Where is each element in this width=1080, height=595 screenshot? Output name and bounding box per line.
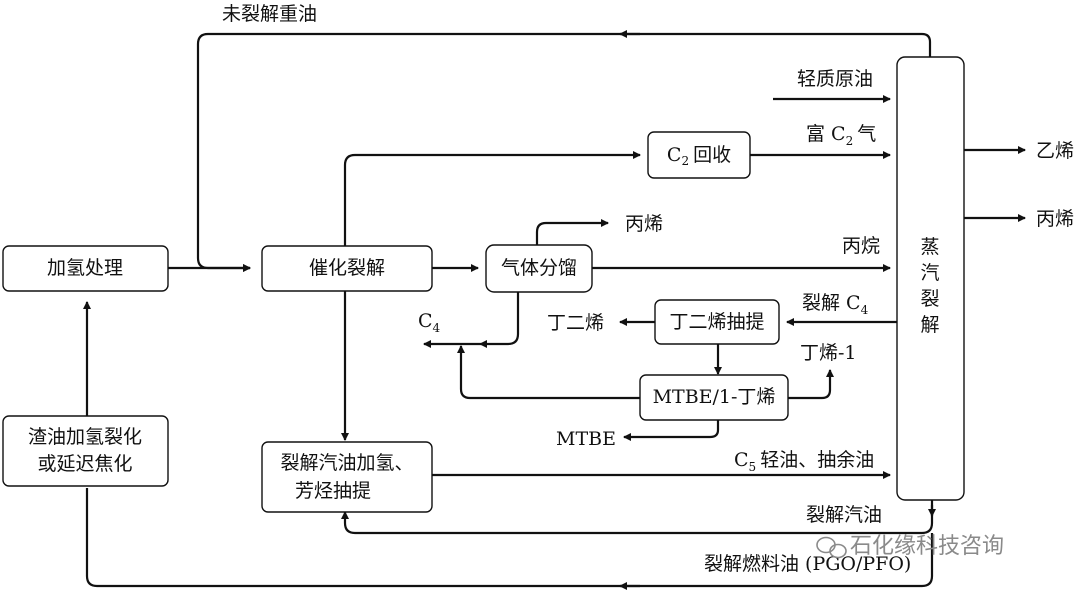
line-fcc-to-c2 (343, 151, 641, 246)
watermark: 石化缘科技咨询 (816, 534, 1004, 559)
box-steam-cracker: 蒸 汽 裂 解 (896, 56, 965, 501)
steam-cracker-char-2: 汽 (920, 262, 939, 284)
box-fcc-label: 催化裂解 (309, 257, 385, 279)
box-gas-frac-label: 气体分馏 (501, 257, 577, 279)
steam-cracker-char-3: 裂 (920, 288, 939, 310)
box-gasoline-hydro-label-2: 芳烃抽提 (295, 480, 371, 502)
label-light-crude: 轻质原油 (797, 68, 873, 90)
line-butene1 (788, 369, 834, 400)
box-hydrotreat-label: 加氢处理 (47, 257, 123, 279)
label-pyrolysis-fuel-oil: 裂解燃料油 (PGO/PFO) (704, 553, 911, 575)
label-propane: 丙烷 (842, 235, 880, 257)
watermark-text: 石化缘科技咨询 (850, 534, 1004, 559)
line-gasfrac-to-c4 (479, 292, 520, 348)
box-butadiene-extraction-label: 丁二烯抽提 (669, 311, 764, 333)
line-pyrolysis-gasoline (341, 500, 934, 535)
line-mtbe-out (623, 420, 720, 441)
box-residue-label-1: 渣油加氢裂化 (28, 426, 142, 448)
box-fcc: 催化裂解 (261, 245, 433, 292)
line-gasfrac-to-propylene (535, 219, 609, 245)
label-mtbe: MTBE (556, 428, 616, 450)
flow-lines (83, 30, 1026, 590)
box-hydrotreat: 加氢处理 (2, 245, 169, 292)
label-propylene-gasfrac: 丙烯 (625, 213, 663, 235)
wechat-icon (816, 536, 847, 559)
label-cracked-c4: 裂解 C4 (802, 292, 869, 317)
label-ethylene-out: 乙烯 (1036, 140, 1074, 162)
box-butadiene-extraction: 丁二烯抽提 (654, 299, 780, 345)
box-residue: 渣油加氢裂化 或延迟焦化 (2, 415, 169, 487)
line-mtbe-to-c4 (457, 345, 640, 400)
label-pyrolysis-gasoline: 裂解汽油 (806, 504, 882, 526)
line-uncracked-heavy-oil (196, 32, 932, 272)
label-propylene-out: 丙烯 (1036, 208, 1074, 230)
label-c4: C4 (418, 310, 441, 335)
box-mtbe-butene1: MTBE/1-丁烯 (639, 374, 789, 421)
box-residue-label-2: 或延迟焦化 (37, 453, 132, 475)
label-uncracked-heavy-oil: 未裂解重油 (222, 3, 317, 25)
steam-cracker-char-4: 解 (920, 314, 939, 336)
line-pyrolysis-fuel-oil (85, 488, 934, 588)
box-gas-fractionation: 气体分馏 (485, 244, 593, 293)
box-gasoline-hydro-label-1: 裂解汽油加氢、 (280, 452, 413, 474)
steam-cracker-char-1: 蒸 (920, 236, 939, 258)
label-butene1: 丁烯-1 (800, 342, 857, 364)
box-mtbe-label: MTBE/1-丁烯 (653, 386, 776, 408)
box-gasoline-hydro: 裂解汽油加氢、 芳烃抽提 (261, 441, 433, 513)
label-butadiene: 丁二烯 (547, 312, 604, 334)
